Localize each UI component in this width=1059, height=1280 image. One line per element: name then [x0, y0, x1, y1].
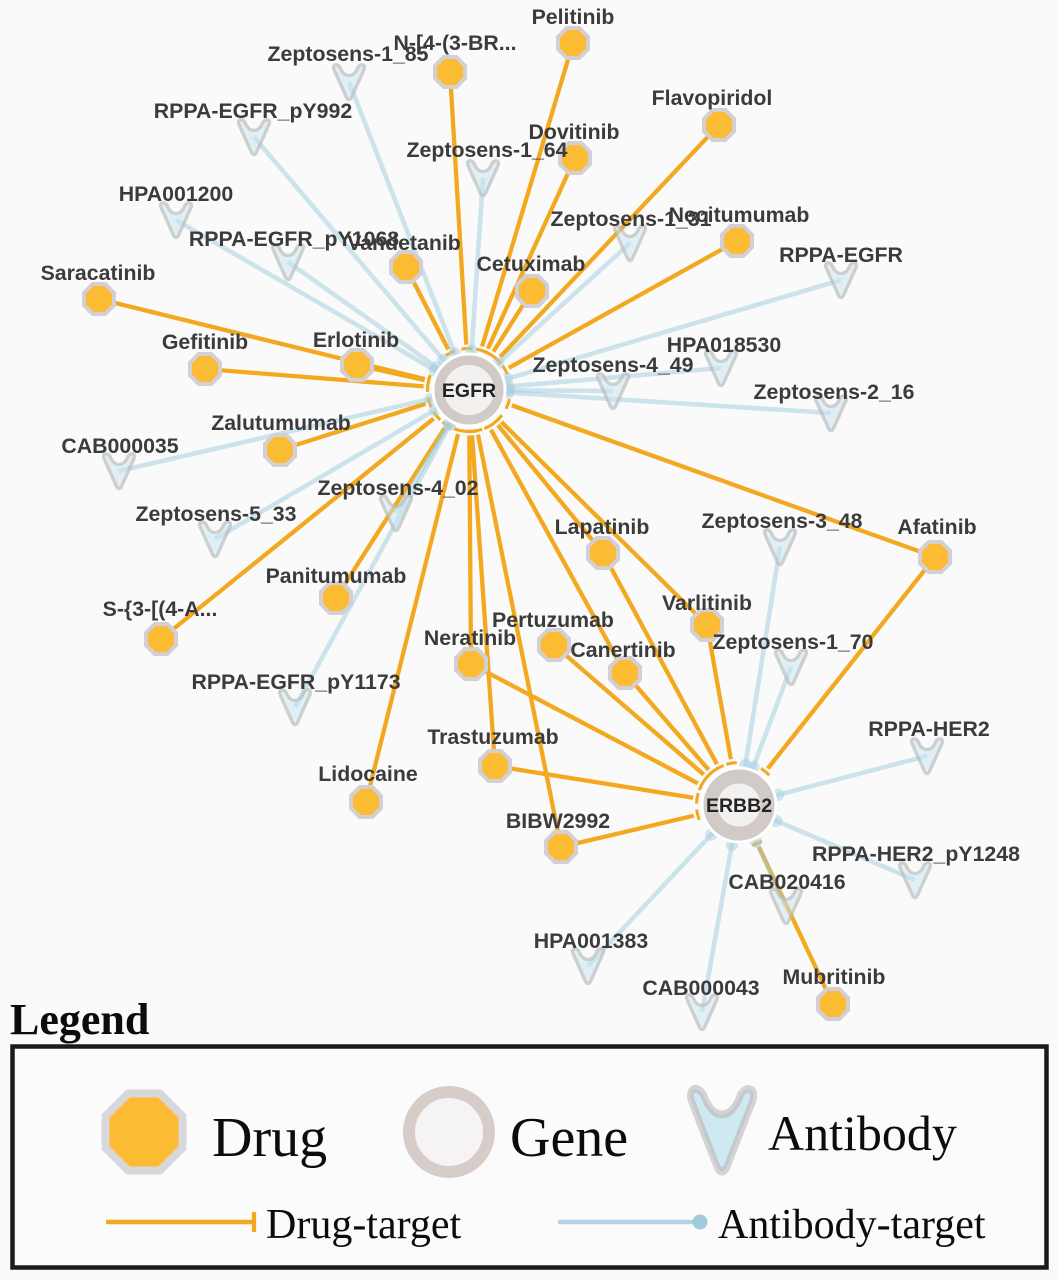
svg-text:Dovitinib: Dovitinib — [528, 120, 619, 144]
svg-text:RPPA-EGFR_pY1173: RPPA-EGFR_pY1173 — [191, 670, 400, 694]
svg-text:Erlotinib: Erlotinib — [313, 328, 399, 352]
svg-text:Legend: Legend — [10, 995, 149, 1044]
svg-text:Zeptosens-4_49: Zeptosens-4_49 — [533, 353, 694, 377]
svg-text:Zeptosens-1_64: Zeptosens-1_64 — [407, 138, 568, 162]
svg-text:Trastuzumab: Trastuzumab — [427, 725, 558, 749]
svg-text:CAB020416: CAB020416 — [728, 870, 845, 894]
svg-text:RPPA-EGFR_pY992: RPPA-EGFR_pY992 — [154, 99, 352, 123]
svg-text:Zeptosens-2_16: Zeptosens-2_16 — [754, 380, 915, 404]
svg-text:HPA018530: HPA018530 — [667, 333, 781, 357]
svg-text:Zeptosens-1_85: Zeptosens-1_85 — [268, 42, 429, 66]
svg-text:Canertinib: Canertinib — [570, 638, 675, 662]
svg-text:Lidocaine: Lidocaine — [318, 762, 418, 786]
svg-text:Zeptosens-1_70: Zeptosens-1_70 — [713, 630, 874, 654]
svg-text:S-{3-[(4-A...: S-{3-[(4-A... — [103, 597, 218, 621]
svg-text:Drug-target: Drug-target — [266, 1202, 461, 1248]
svg-text:Gene: Gene — [510, 1107, 628, 1169]
svg-text:Neratinib: Neratinib — [424, 626, 516, 650]
svg-text:RPPA-EGFR: RPPA-EGFR — [779, 243, 903, 267]
svg-text:Zeptosens-1_31: Zeptosens-1_31 — [551, 207, 712, 231]
svg-text:Drug: Drug — [212, 1107, 327, 1169]
svg-text:Lapatinib: Lapatinib — [555, 515, 650, 539]
svg-text:CAB000043: CAB000043 — [642, 976, 759, 1000]
svg-text:Varlitinib: Varlitinib — [662, 591, 752, 615]
svg-text:Afatinib: Afatinib — [897, 515, 976, 539]
svg-text:Pelitinib: Pelitinib — [532, 5, 615, 29]
svg-text:Pertuzumab: Pertuzumab — [492, 608, 614, 632]
svg-text:RPPA-HER2: RPPA-HER2 — [868, 717, 990, 741]
svg-text:ERBB2: ERBB2 — [706, 795, 772, 817]
svg-text:N-[4-(3-BR...: N-[4-(3-BR... — [393, 31, 516, 55]
svg-text:Gefitinib: Gefitinib — [162, 330, 248, 354]
svg-text:Mubritinib: Mubritinib — [783, 965, 886, 989]
svg-text:Cetuximab: Cetuximab — [477, 252, 586, 276]
svg-text:Zeptosens-4_02: Zeptosens-4_02 — [318, 476, 479, 500]
svg-text:Flavopiridol: Flavopiridol — [652, 86, 773, 110]
svg-text:Zeptosens-3_48: Zeptosens-3_48 — [702, 509, 863, 533]
svg-text:HPA001200: HPA001200 — [119, 182, 233, 206]
svg-text:BIBW2992: BIBW2992 — [506, 809, 610, 833]
svg-text:Saracatinib: Saracatinib — [41, 261, 156, 285]
svg-text:RPPA-EGFR_pY1068: RPPA-EGFR_pY1068 — [189, 227, 399, 251]
svg-text:CAB000035: CAB000035 — [61, 434, 178, 458]
svg-text:Antibody: Antibody — [768, 1105, 957, 1161]
svg-text:Panitumumab: Panitumumab — [266, 564, 407, 588]
svg-text:Necitumumab: Necitumumab — [669, 203, 810, 227]
svg-text:HPA001383: HPA001383 — [534, 929, 649, 953]
svg-text:Zalutumumab: Zalutumumab — [211, 411, 351, 435]
svg-text:RPPA-HER2_pY1248: RPPA-HER2_pY1248 — [812, 842, 1020, 866]
svg-text:Antibody-target: Antibody-target — [718, 1202, 986, 1248]
svg-text:Zeptosens-5_33: Zeptosens-5_33 — [136, 502, 297, 526]
svg-text:Vandetanib: Vandetanib — [347, 231, 461, 255]
svg-text:EGFR: EGFR — [442, 380, 496, 402]
